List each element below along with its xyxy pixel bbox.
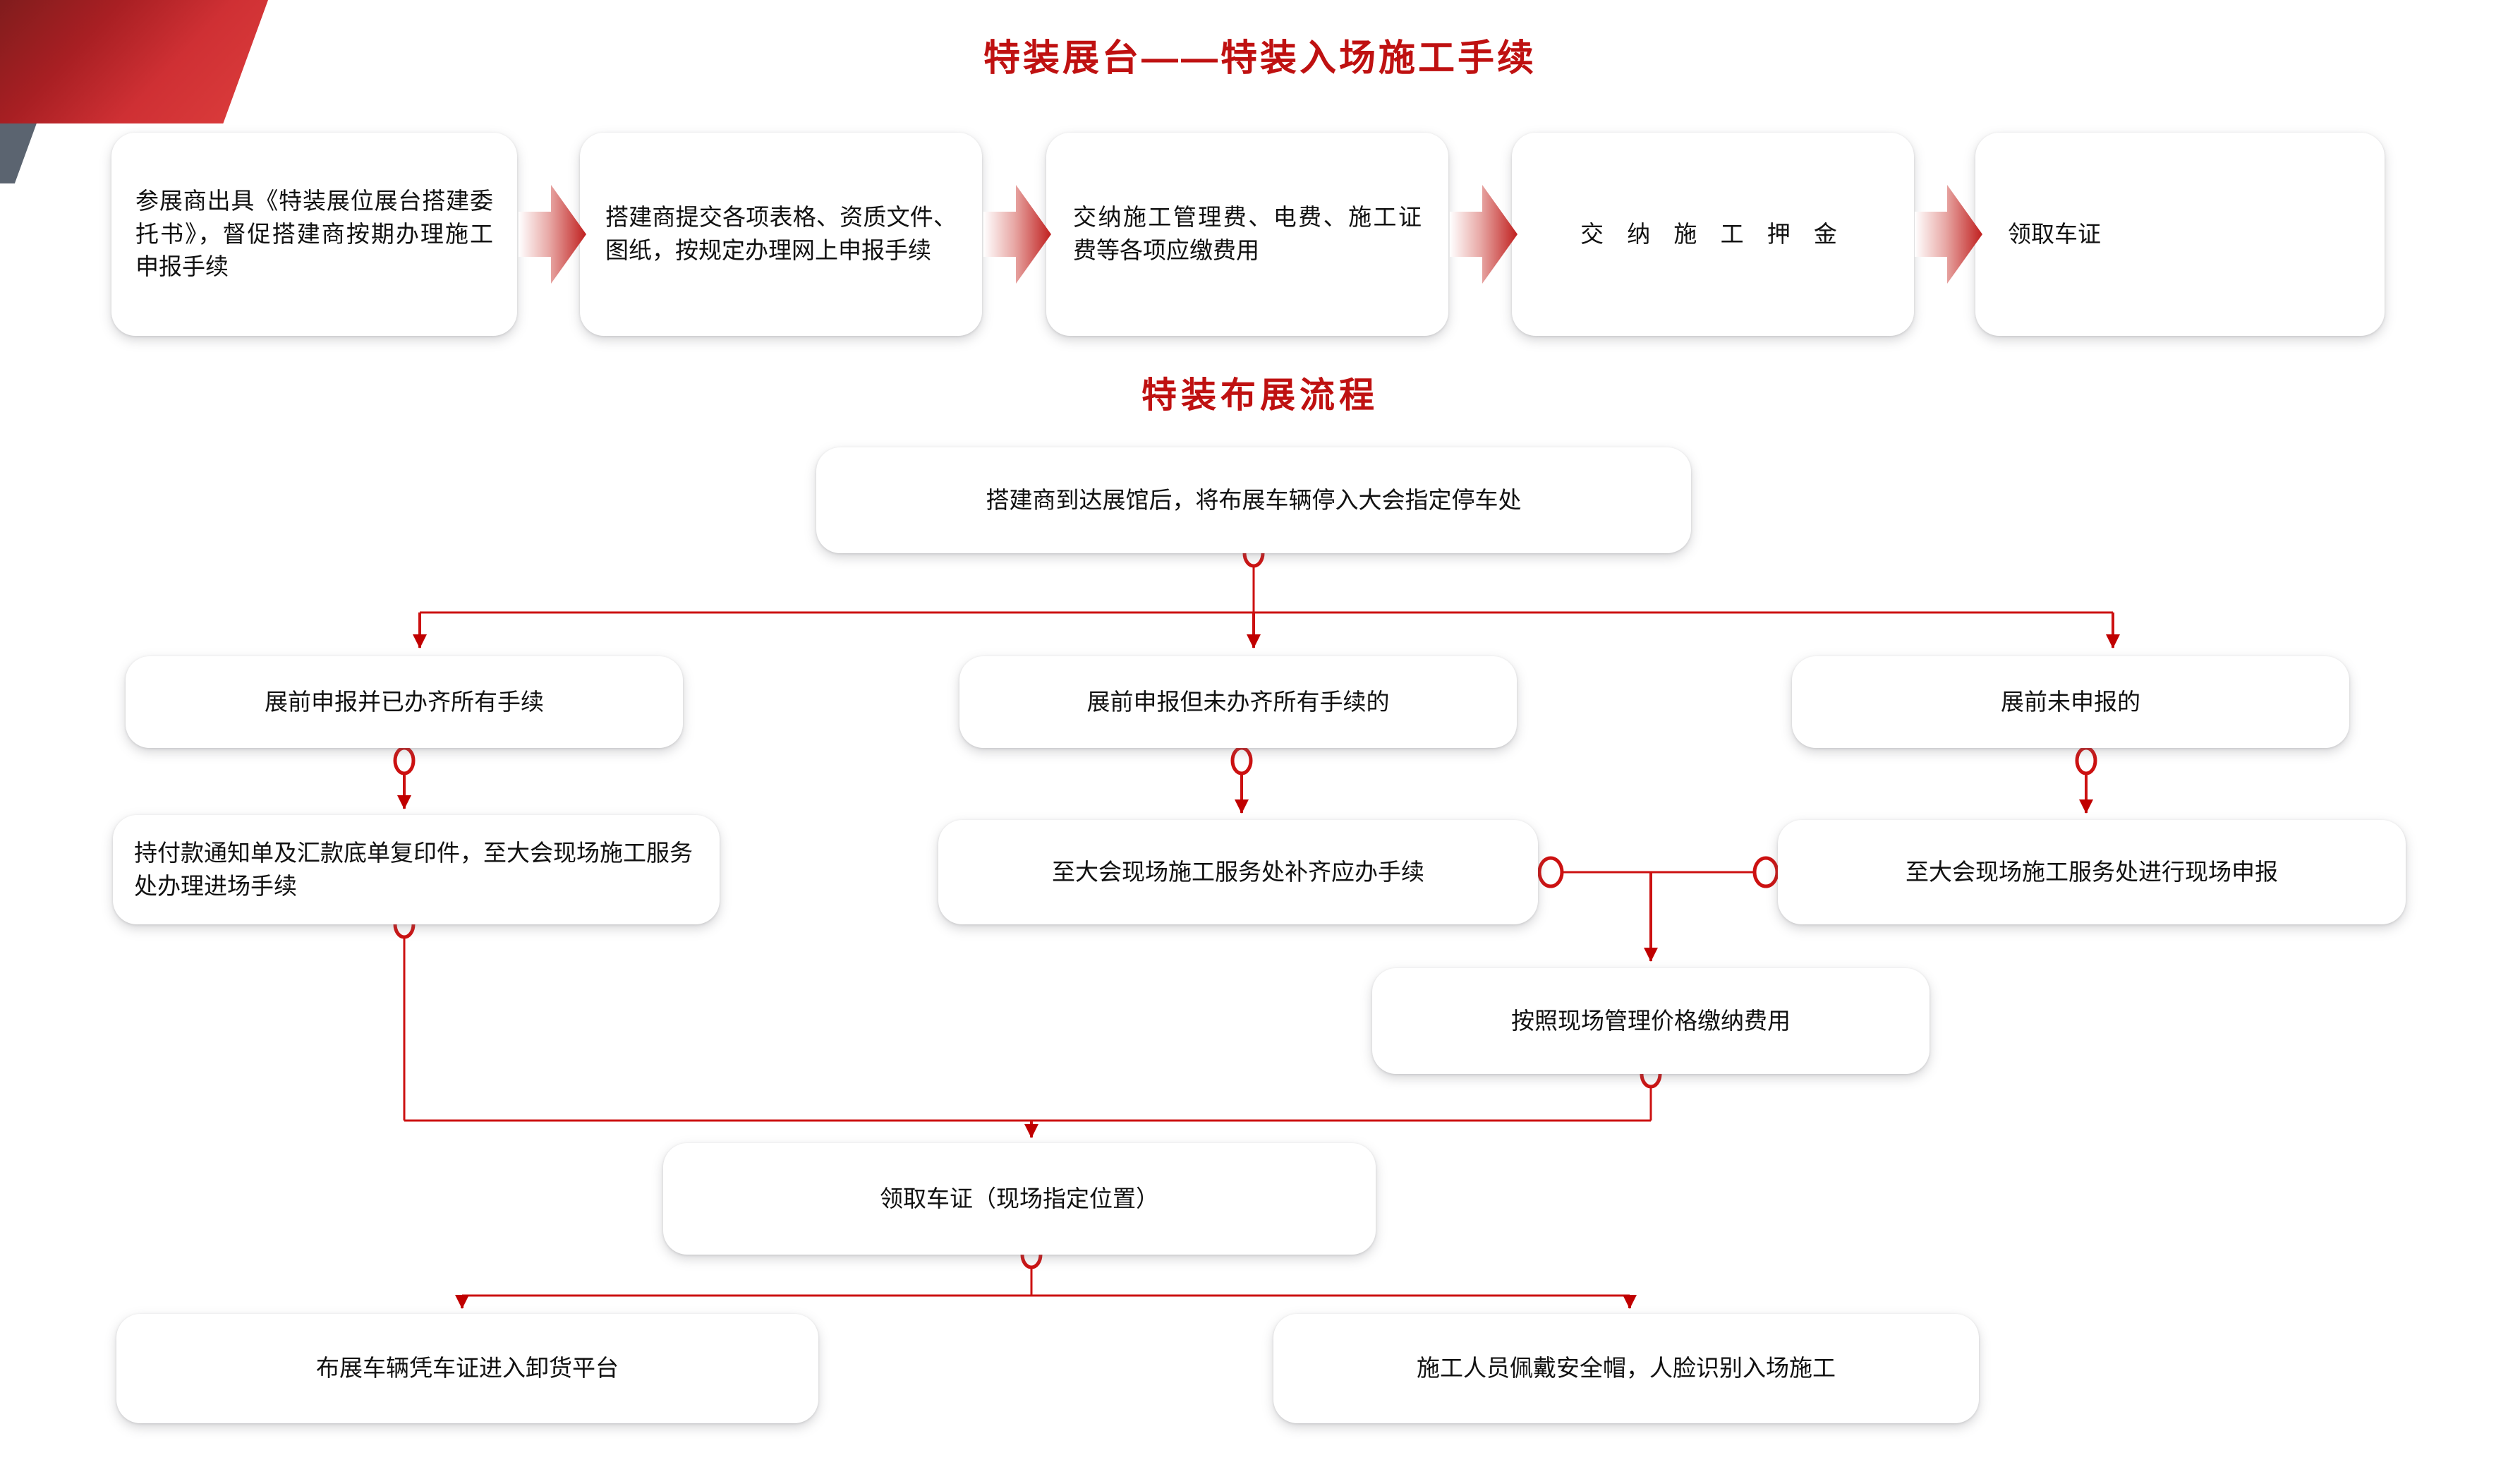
flow-node-pay-onsite-label: 按照现场管理价格缴纳费用 (1511, 1007, 1791, 1034)
flow-node-right-action[interactable]: 至大会现场施工服务处进行现场申报 (1778, 820, 2406, 924)
chevron-arrow-icon-3 (1450, 185, 1518, 284)
flow-node-left-action-label: 持付款通知单及汇款底单复印件，至大会现场施工服务处办理进场手续 (134, 839, 693, 899)
connector-branch-left-down (393, 746, 416, 809)
flow-node-branch-right[interactable]: 展前未申报的 (1792, 656, 2349, 748)
process-step-2-label: 搭建商提交各项表格、资质文件、图纸，按规定办理网上申报手续 (605, 204, 957, 263)
flow-node-right-action-label: 至大会现场施工服务处进行现场申报 (1906, 858, 2278, 885)
flow-node-branch-left[interactable]: 展前申报并已办齐所有手续 (126, 656, 683, 748)
flow-node-get-pass-label: 领取车证（现场指定位置） (880, 1185, 1159, 1212)
flow-node-start[interactable]: 搭建商到达展馆后，将布展车辆停入大会指定停车处 (816, 447, 1691, 553)
process-step-1-label: 参展商出具《特装展位展台搭建委托书》，督促搭建商按期办理施工申报手续 (135, 187, 493, 280)
flow-node-pay-onsite[interactable]: 按照现场管理价格缴纳费用 (1372, 968, 1930, 1074)
chevron-arrow-icon-1 (519, 185, 586, 284)
flow-node-branch-mid[interactable]: 展前申报但未办齐所有手续的 (959, 656, 1517, 748)
process-step-4-label: 交 纳 施 工 押 金 (1580, 220, 1846, 247)
flow-node-end-right[interactable]: 施工人员佩戴安全帽，人脸识别入场施工 (1273, 1314, 1979, 1423)
flow-node-end-right-label: 施工人员佩戴安全帽，人脸识别入场施工 (1417, 1355, 1836, 1382)
section-2-title: 特装布展流程 (1141, 375, 1379, 415)
process-step-4[interactable]: 交 纳 施 工 押 金 (1512, 133, 1914, 336)
flow-node-branch-right-label: 展前未申报的 (2001, 688, 2140, 715)
process-step-3[interactable]: 交纳施工管理费、电费、施工证费等各项应缴费用 (1046, 133, 1448, 336)
chevron-arrow-icon-4 (1915, 185, 1982, 284)
section-1-title: 特装展台——特装入场施工手续 (983, 38, 1537, 79)
chevron-arrow-icon-2 (983, 185, 1051, 284)
process-step-5-label: 领取车证 (2008, 220, 2101, 247)
connector-branch-right-down (2075, 746, 2097, 814)
process-step-5[interactable]: 领取车证 (1975, 133, 2385, 336)
flow-node-start-label: 搭建商到达展馆后，将布展车辆停入大会指定停车处 (986, 486, 1522, 513)
flow-node-end-left-label: 布展车辆凭车证进入卸货平台 (316, 1355, 619, 1382)
flow-node-end-left[interactable]: 布展车辆凭车证进入卸货平台 (116, 1314, 818, 1423)
flow-node-left-action[interactable]: 持付款通知单及汇款底单复印件，至大会现场施工服务处办理进场手续 (113, 815, 720, 924)
flow-node-mid-action-label: 至大会现场施工服务处补齐应办手续 (1052, 858, 1424, 885)
process-step-1[interactable]: 参展商出具《特装展位展台搭建委托书》，督促搭建商按期办理施工申报手续 (111, 133, 517, 336)
connector-merge-to-pay (1537, 856, 1779, 962)
process-step-3-label: 交纳施工管理费、电费、施工证费等各项应缴费用 (1073, 204, 1422, 263)
connector-start-split (413, 538, 2120, 648)
process-step-2[interactable]: 搭建商提交各项表格、资质文件、图纸，按规定办理网上申报手续 (580, 133, 982, 336)
flow-node-branch-mid-label: 展前申报但未办齐所有手续的 (1086, 688, 1390, 715)
flow-node-mid-action[interactable]: 至大会现场施工服务处补齐应办手续 (938, 820, 1538, 924)
connector-branch-mid-down (1230, 746, 1253, 814)
flow-node-get-pass[interactable]: 领取车证（现场指定位置） (663, 1143, 1376, 1255)
flow-node-branch-left-label: 展前申报并已办齐所有手续 (265, 688, 544, 715)
